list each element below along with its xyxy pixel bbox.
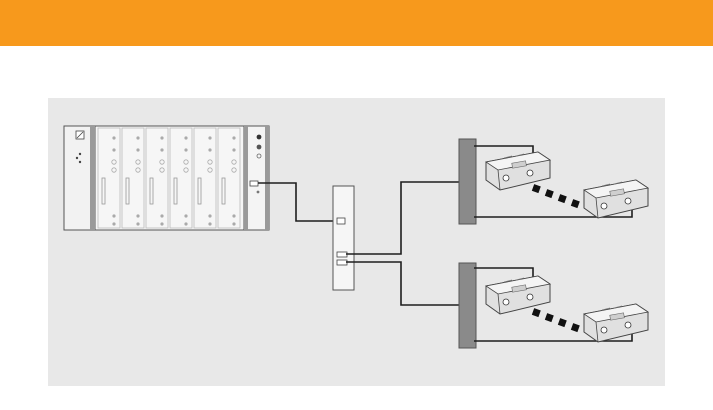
- continuation-dots: [532, 184, 580, 208]
- branch-cable-upper: [346, 182, 465, 254]
- wall-outlet: [486, 152, 550, 190]
- branch-cable-lower: [346, 262, 465, 305]
- continuation-dots: [532, 308, 580, 332]
- headend-rack: [64, 126, 269, 230]
- tap-upper: [459, 139, 648, 224]
- wall-outlet: [486, 276, 550, 314]
- wall-outlet: [584, 304, 648, 342]
- wall-outlet: [584, 180, 648, 218]
- tap-lower: [459, 263, 648, 348]
- power-supply-unit: [64, 126, 95, 230]
- trunk-cable: [258, 183, 340, 221]
- splitter: [333, 186, 354, 290]
- output-module: [244, 126, 269, 230]
